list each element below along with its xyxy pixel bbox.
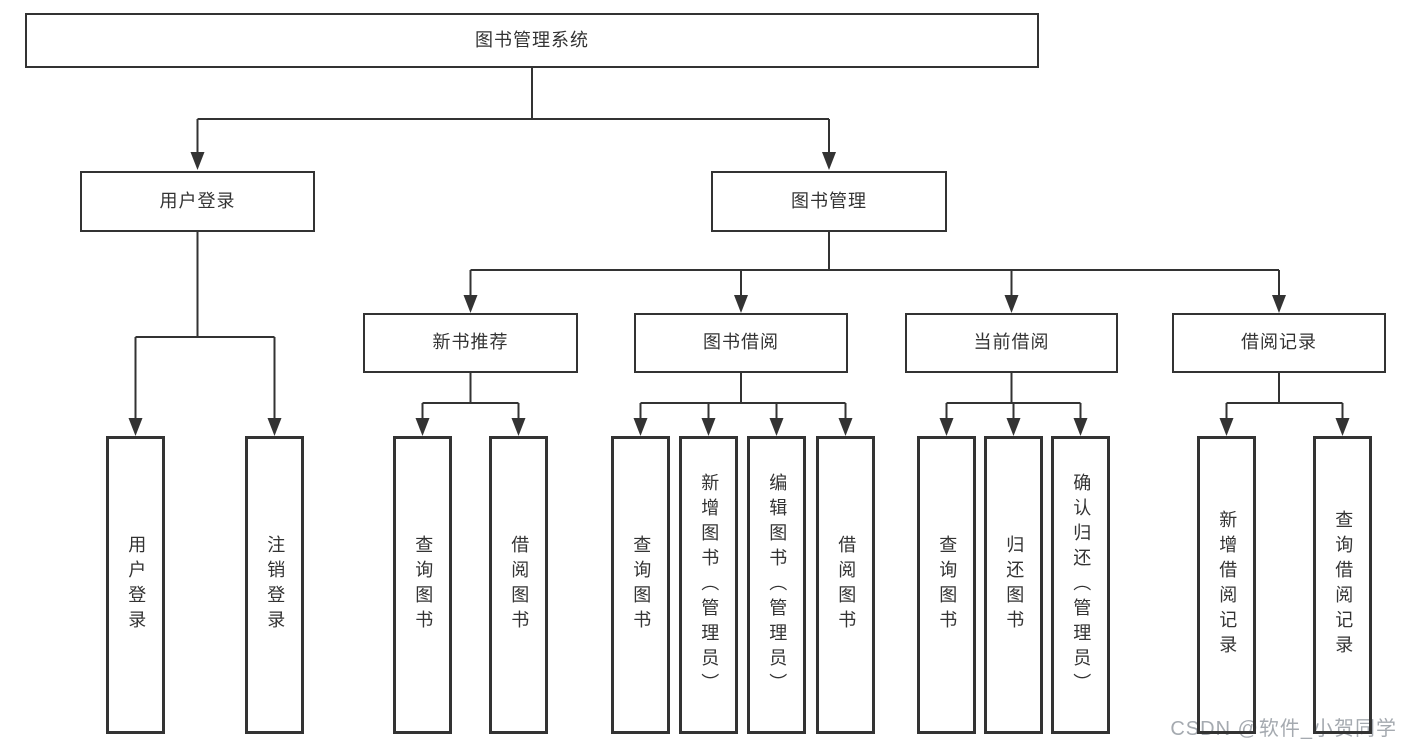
leaf-logout: 注销登录 — [245, 436, 304, 734]
leaf-current-confirm-return-admin: 确认归还（管理员） — [1051, 436, 1110, 734]
node-book-management-label: 图书管理 — [791, 190, 867, 211]
leaf-current-confirm-return-admin-label: 确认归还（管理员） — [1071, 472, 1092, 698]
leaf-borrow-borrow-book: 借阅图书 — [816, 436, 875, 734]
leaf-records-query-record: 查询借阅记录 — [1313, 436, 1372, 734]
leaf-user-login: 用户登录 — [106, 436, 165, 734]
leaf-records-query-record-label: 查询借阅记录 — [1333, 510, 1354, 660]
leaf-borrow-query-book: 查询图书 — [611, 436, 670, 734]
node-user-login-label: 用户登录 — [159, 190, 236, 211]
leaf-current-query-book-label: 查询图书 — [937, 535, 958, 635]
leaf-user-login-label: 用户登录 — [126, 535, 147, 635]
leaf-current-return-book: 归还图书 — [984, 436, 1043, 734]
leaf-recommend-borrow-book-label: 借阅图书 — [509, 535, 530, 635]
node-new-book-recommend-label: 新书推荐 — [432, 332, 509, 353]
node-book-borrow-label: 图书借阅 — [703, 332, 779, 353]
leaf-current-query-book: 查询图书 — [917, 436, 976, 734]
node-book-management: 图书管理 — [711, 171, 947, 232]
leaf-borrow-edit-book-admin-label: 编辑图书（管理员） — [767, 472, 788, 698]
csdn-watermark: CSDN @软件_小贺同学 — [1170, 718, 1397, 740]
node-new-book-recommend: 新书推荐 — [363, 313, 578, 373]
leaf-borrow-edit-book-admin: 编辑图书（管理员） — [747, 436, 806, 734]
node-current-borrow: 当前借阅 — [905, 313, 1118, 373]
leaf-recommend-query-book-label: 查询图书 — [413, 535, 434, 635]
node-borrow-records-label: 借阅记录 — [1241, 332, 1317, 353]
leaf-recommend-query-book: 查询图书 — [393, 436, 452, 734]
leaf-recommend-borrow-book: 借阅图书 — [489, 436, 548, 734]
leaf-borrow-query-book-label: 查询图书 — [631, 535, 652, 635]
node-root-label: 图书管理系统 — [475, 29, 589, 50]
node-current-borrow-label: 当前借阅 — [973, 332, 1050, 353]
leaf-borrow-borrow-book-label: 借阅图书 — [836, 535, 857, 635]
node-user-login: 用户登录 — [80, 171, 315, 232]
node-book-borrow: 图书借阅 — [634, 313, 848, 373]
leaf-borrow-add-book-admin-label: 新增图书（管理员） — [699, 472, 720, 698]
leaf-records-add-record-label: 新增借阅记录 — [1217, 510, 1238, 660]
leaf-borrow-add-book-admin: 新增图书（管理员） — [679, 436, 738, 734]
leaf-current-return-book-label: 归还图书 — [1004, 535, 1025, 635]
node-borrow-records: 借阅记录 — [1172, 313, 1386, 373]
leaf-records-add-record: 新增借阅记录 — [1197, 436, 1256, 734]
leaf-logout-label: 注销登录 — [265, 535, 286, 635]
node-root: 图书管理系统 — [25, 13, 1039, 68]
